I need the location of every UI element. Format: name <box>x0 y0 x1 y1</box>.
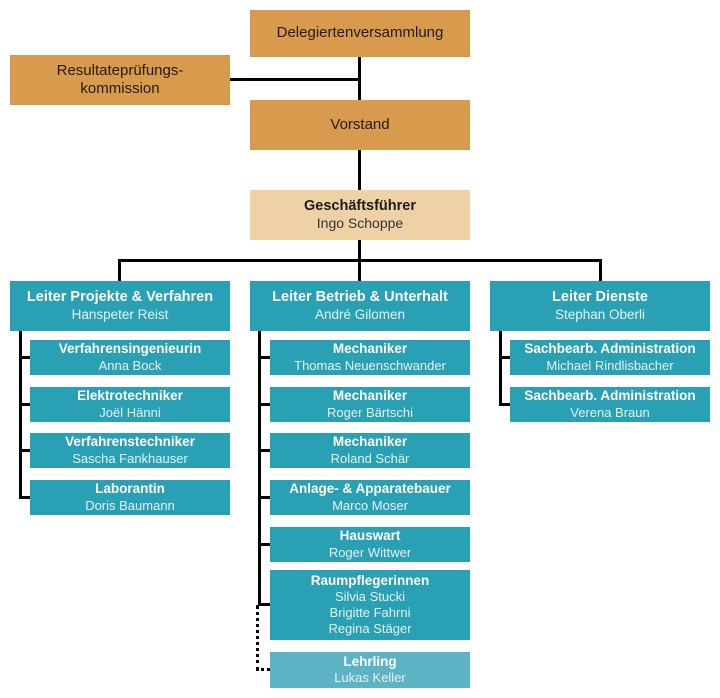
node-name: Doris Baumann <box>85 497 175 513</box>
node-name: Stephan Oberli <box>554 306 646 322</box>
connector-audit-link <box>230 78 361 81</box>
node-leiter-projekte-verfahren: Leiter Projekte & Verfahren Hanspeter Re… <box>10 281 230 331</box>
node-title: Elektrotechniker <box>77 388 183 404</box>
node-name: Hanspeter Reist <box>71 306 169 322</box>
node-name: Silvia Stucki <box>334 589 406 605</box>
connector-elbow <box>258 356 270 359</box>
connector-board-ceo <box>358 150 361 190</box>
node-name: Roland Schär <box>330 450 410 466</box>
node-title: Verfahrenstechniker <box>65 434 195 450</box>
node-raumpflegerinnen: Raumpflegerinnen Silvia Stucki Brigitte … <box>270 570 470 640</box>
node-sachbearb-administration-2: Sachbearb. Administration Verena Braun <box>510 387 710 422</box>
node-mechaniker-2: Mechaniker Roger Bärtschi <box>270 387 470 422</box>
connector-elbow <box>258 496 270 499</box>
node-vorstand: Vorstand <box>250 100 470 150</box>
connector-elbow <box>19 356 30 359</box>
connector-drop-middle <box>358 259 361 281</box>
node-geschaeftsfuehrer: Geschäftsführer Ingo Schoppe <box>250 190 470 240</box>
node-title: Mechaniker <box>332 341 408 357</box>
connector-dotted-vertical <box>256 605 259 671</box>
node-title: Lehrling <box>343 653 397 669</box>
node-name: Michael Rindlisbacher <box>546 357 674 373</box>
connector-elbow <box>19 496 30 499</box>
node-elektrotechniker: Elektrotechniker Joël Hänni <box>30 387 230 422</box>
node-name: Brigitte Fahrni <box>329 605 411 621</box>
connector-elbow <box>258 543 270 546</box>
node-name: Roger Bärtschi <box>327 404 413 420</box>
connector-elbow <box>499 403 510 406</box>
node-name: Sascha Fankhauser <box>72 450 188 466</box>
node-mechaniker-1: Mechaniker Thomas Neuenschwander <box>270 340 470 375</box>
node-verfahrenstechniker: Verfahrenstechniker Sascha Fankhauser <box>30 433 230 468</box>
node-name: Roger Wittwer <box>328 544 412 560</box>
node-mechaniker-3: Mechaniker Roland Schär <box>270 433 470 468</box>
node-label-line2: kommission <box>80 80 160 97</box>
node-label: Delegiertenversammlung <box>276 24 444 42</box>
node-title: Leiter Projekte & Verfahren <box>26 288 214 305</box>
node-name: André Gilomen <box>314 306 406 322</box>
node-title: Sachbearb. Administration <box>524 388 696 404</box>
node-leiter-betrieb-unterhalt: Leiter Betrieb & Unterhalt André Gilomen <box>250 281 470 331</box>
node-title: Sachbearb. Administration <box>524 341 696 357</box>
node-name: Joël Hänni <box>99 404 161 420</box>
node-name: Ingo Schoppe <box>316 215 404 232</box>
connector-spine-middle <box>258 331 261 605</box>
node-title: Anlage- & Apparatebauer <box>289 481 451 497</box>
connector-elbow <box>19 449 30 452</box>
connector-spine-right <box>499 331 502 405</box>
node-title: Geschäftsführer <box>303 197 416 214</box>
node-name: Regina Stäger <box>328 621 412 637</box>
node-anlage-apparatebauer: Anlage- & Apparatebauer Marco Moser <box>270 480 470 515</box>
node-resultatepruefungskommission: Resultateprüfungs- kommission <box>10 55 230 105</box>
connector-spine-left <box>19 331 22 498</box>
node-name: Marco Moser <box>332 497 408 513</box>
node-delegiertenversammlung: Delegiertenversammlung <box>250 10 470 57</box>
connector-dotted-elbow <box>256 668 270 671</box>
node-verfahrensingenieurin: Verfahrensingenieurin Anna Bock <box>30 340 230 375</box>
connector-elbow <box>258 449 270 452</box>
node-sachbearb-administration-1: Sachbearb. Administration Michael Rindli… <box>510 340 710 375</box>
node-hauswart: Hauswart Roger Wittwer <box>270 527 470 562</box>
node-laborantin: Laborantin Doris Baumann <box>30 480 230 515</box>
node-name: Verena Braun <box>570 404 650 420</box>
connector-elbow <box>19 403 30 406</box>
node-name: Thomas Neuenschwander <box>294 357 446 373</box>
node-title: Raumpflegerinnen <box>310 572 430 588</box>
node-title: Mechaniker <box>332 388 408 404</box>
node-title: Hauswart <box>339 528 401 544</box>
node-title: Leiter Dienste <box>552 288 648 305</box>
connector-drop-right <box>599 259 602 281</box>
connector-elbow <box>499 356 510 359</box>
node-label: Vorstand <box>330 115 390 133</box>
connector-elbow <box>258 403 270 406</box>
node-title: Mechaniker <box>332 434 408 450</box>
connector-elbow <box>258 603 270 606</box>
connector-ceo-drop <box>358 240 361 261</box>
node-lehrling: Lehrling Lukas Keller <box>270 652 470 688</box>
connector-drop-left <box>118 259 121 281</box>
node-title: Leiter Betrieb & Unterhalt <box>272 288 448 305</box>
node-title: Laborantin <box>95 481 165 497</box>
node-leiter-dienste: Leiter Dienste Stephan Oberli <box>490 281 710 331</box>
node-name: Lukas Keller <box>334 670 406 686</box>
node-name: Anna Bock <box>98 357 162 373</box>
node-label-line1: Resultateprüfungs- <box>56 61 184 79</box>
node-title: Verfahrensingenieurin <box>58 341 202 357</box>
